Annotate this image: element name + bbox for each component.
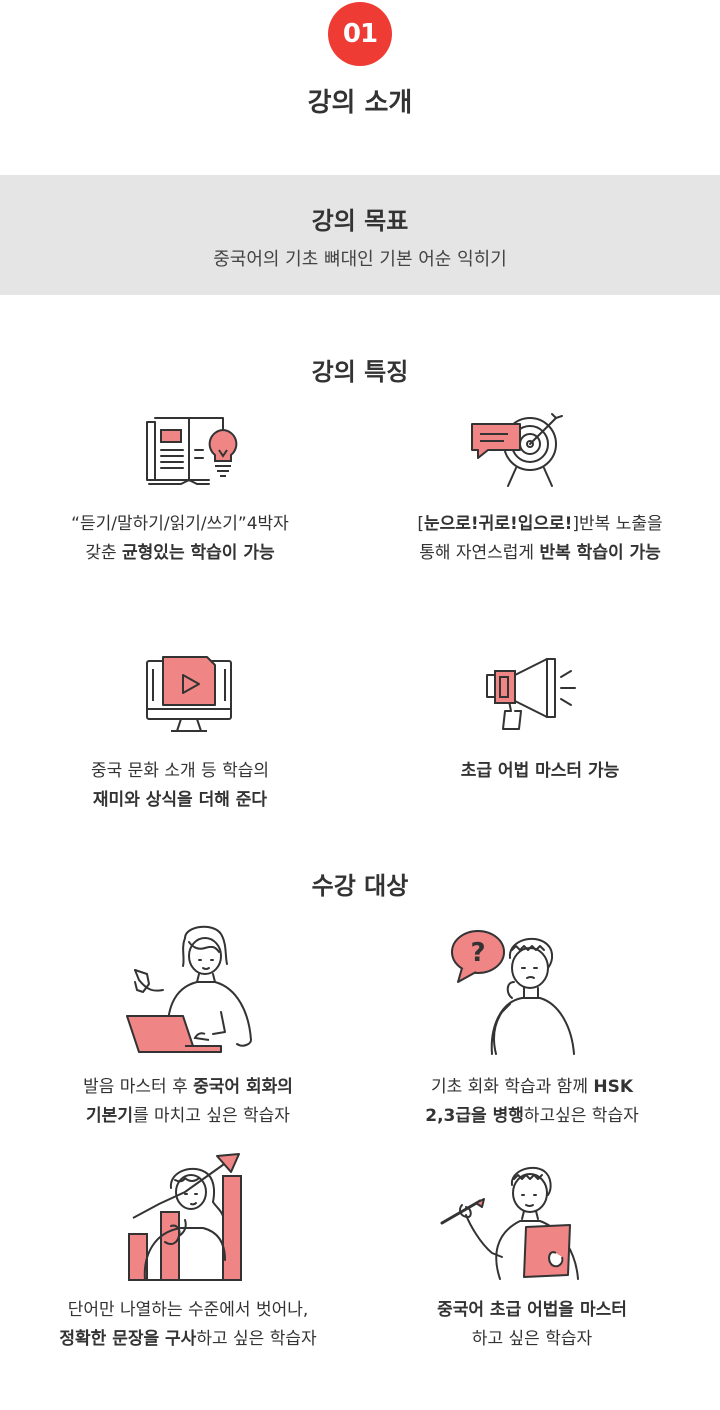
features-title: 강의 특징 bbox=[311, 358, 409, 386]
goal-description: 중국어의 기초 뼈대인 기본 어순 익히기 bbox=[213, 249, 507, 270]
megaphone-icon bbox=[486, 658, 576, 730]
question-mark-icon: ? bbox=[470, 938, 485, 968]
goal-box: 강의 목표 중국어의 기초 뼈대인 기본 어순 익히기 bbox=[0, 175, 720, 295]
feature-4-caption: 초급 어법 마스터 가능 bbox=[460, 761, 620, 781]
feature-3-caption: 중국 문화 소개 등 학습의 재미와 상식을 더해 준다 bbox=[90, 761, 269, 810]
section-number-badge: 01 bbox=[328, 2, 392, 66]
section-title: 강의 소개 bbox=[307, 88, 413, 118]
man-question-icon: ? bbox=[451, 930, 575, 1055]
woman-pointing-laptop-icon bbox=[126, 925, 252, 1053]
feature-2-caption: [눈으로!귀로!입으로!]반복 노출을 통해 자연스럽게 반복 학습이 가능 bbox=[417, 514, 663, 563]
feature-1-caption: “듣기/말하기/읽기/쓰기”4박자 갖춘 균형있는 학습이 가능 bbox=[71, 514, 289, 563]
goal-title: 강의 목표 bbox=[311, 207, 409, 235]
monitor-video-icon bbox=[146, 656, 232, 732]
target-1-caption: 발음 마스터 후 중국어 회화의 기본기를 마치고 싶은 학습자 bbox=[83, 1077, 293, 1126]
target-4-caption: 중국어 초급 어법을 마스터 하고 싶은 학습자 bbox=[437, 1300, 627, 1349]
man-writing-clipboard-icon bbox=[440, 1166, 579, 1280]
book-lightbulb-icon bbox=[146, 417, 238, 485]
woman-growth-chart-icon bbox=[128, 1153, 242, 1281]
target-speech-icon bbox=[471, 413, 563, 487]
target-2-caption: 기초 회화 학습과 함께 HSK 2,3급을 병행하고싶은 학습자 bbox=[425, 1077, 639, 1126]
targets-title: 수강 대상 bbox=[311, 872, 409, 900]
target-3-caption: 단어만 나열하는 수준에서 벗어나, 정확한 문장을 구사하고 싶은 학습자 bbox=[59, 1300, 317, 1349]
